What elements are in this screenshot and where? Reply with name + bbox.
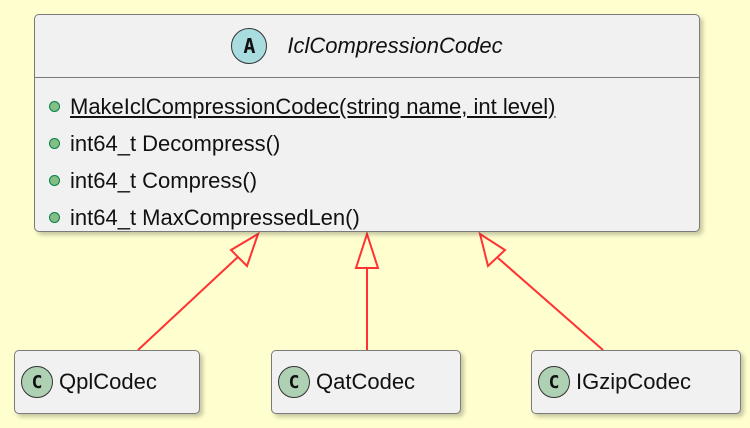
member-row: int64_t MaxCompressedLen() bbox=[45, 199, 699, 236]
qat-inheritance-arrowhead bbox=[354, 230, 380, 269]
member-text: int64_t Decompress() bbox=[70, 130, 281, 156]
class-stereotype-badge: C bbox=[21, 366, 53, 398]
member-text: MakeIclCompressionCodec(string name, int… bbox=[70, 93, 556, 119]
stereotype-letter: C bbox=[288, 371, 300, 393]
public-method-icon bbox=[49, 101, 60, 112]
class-header: A IclCompressionCodec bbox=[35, 15, 699, 78]
igzip-inheritance-line bbox=[497, 257, 604, 351]
public-method-icon bbox=[49, 212, 60, 223]
abstract-stereotype-badge: A bbox=[231, 28, 268, 64]
stereotype-letter: A bbox=[243, 34, 256, 58]
subclass-box-qatcodec[interactable]: C QatCodec bbox=[271, 350, 461, 414]
class-stereotype-badge: C bbox=[538, 366, 570, 398]
public-method-icon bbox=[49, 175, 60, 186]
class-members: MakeIclCompressionCodec(string name, int… bbox=[35, 78, 699, 236]
class-stereotype-badge: C bbox=[278, 366, 310, 398]
stereotype-letter: C bbox=[548, 371, 560, 393]
qpl-inheritance-line bbox=[137, 254, 241, 351]
subclass-name: IGzipCodec bbox=[576, 369, 691, 394]
subclass-box-qplcodec[interactable]: C QplCodec bbox=[14, 350, 200, 414]
member-row: MakeIclCompressionCodec(string name, int… bbox=[45, 88, 699, 125]
igzip-inheritance-arrowhead bbox=[478, 231, 507, 268]
member-row: int64_t Decompress() bbox=[45, 125, 699, 162]
member-text: int64_t MaxCompressedLen() bbox=[70, 204, 360, 230]
abstract-class-name: IclCompressionCodec bbox=[287, 33, 503, 58]
public-method-icon bbox=[49, 138, 60, 149]
subclass-name: QatCodec bbox=[316, 369, 416, 394]
qpl-inheritance-arrowhead bbox=[229, 231, 260, 268]
member-row: int64_t Compress() bbox=[45, 162, 699, 199]
subclass-name: QplCodec bbox=[59, 369, 157, 394]
member-text: int64_t Compress() bbox=[70, 167, 258, 193]
stereotype-letter: C bbox=[31, 371, 43, 393]
subclass-box-igzipcodec[interactable]: C IGzipCodec bbox=[531, 350, 741, 414]
abstract-class-box[interactable]: A IclCompressionCodec MakeIclCompression… bbox=[34, 14, 700, 232]
